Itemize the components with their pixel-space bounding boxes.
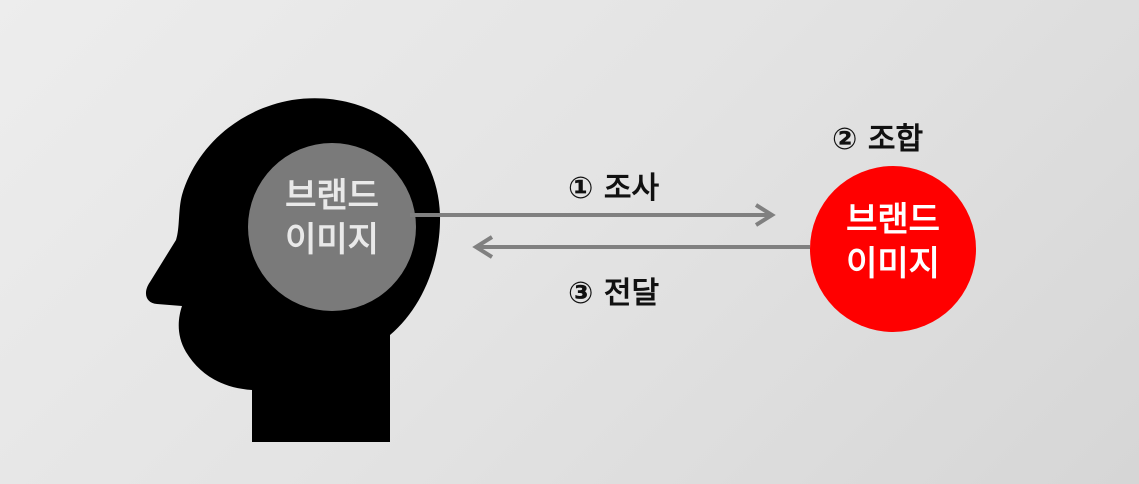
head-brand-image-label: 브랜드 이미지 xyxy=(248,174,416,262)
head-label-line2: 이미지 xyxy=(285,220,379,260)
step-combine-label: ② 조합 xyxy=(832,122,924,157)
head-brain-circle xyxy=(248,143,416,311)
step-deliver-label: ③ 전달 xyxy=(568,276,660,311)
deliver-arrow xyxy=(472,235,810,259)
research-arrow xyxy=(410,203,776,227)
brand-image-label: 브랜드 이미지 xyxy=(808,198,978,286)
brand-label-line1: 브랜드 xyxy=(846,200,940,240)
step-research-label: ① 조사 xyxy=(568,171,660,206)
brand-image-circle xyxy=(810,166,976,332)
head-label-line1: 브랜드 xyxy=(285,176,379,216)
brand-label-line2: 이미지 xyxy=(846,244,940,284)
